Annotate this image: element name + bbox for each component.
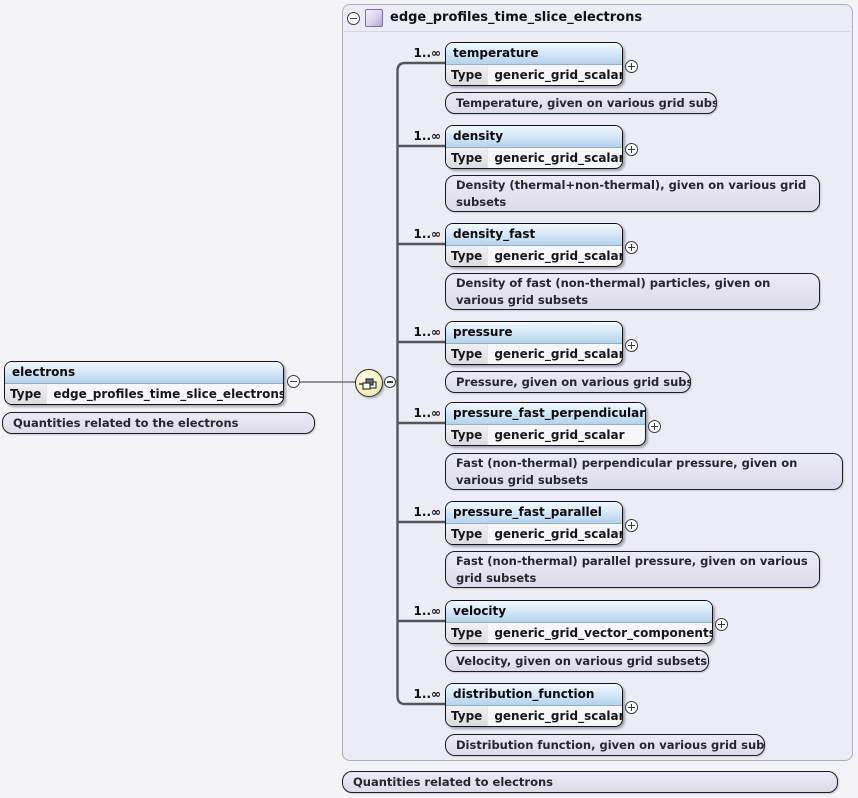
type-label: Type bbox=[446, 246, 489, 266]
expand-icon[interactable] bbox=[625, 241, 638, 254]
type-value: generic_grid_vector_components bbox=[494, 626, 713, 640]
annotation-pressure-fast-parallel: Fast (non-thermal) parallel pressure, gi… bbox=[445, 551, 820, 588]
expand-icon[interactable] bbox=[625, 60, 638, 73]
annotation-velocity: Velocity, given on various grid subsets bbox=[445, 650, 709, 672]
type-label: Type bbox=[446, 344, 489, 364]
collapse-icon[interactable] bbox=[347, 12, 360, 25]
element-name: temperature bbox=[446, 43, 622, 65]
element-type-row: Type generic_grid_scalar bbox=[446, 524, 622, 544]
occurrence-label: 1..∞ bbox=[413, 687, 441, 701]
expand-icon[interactable] bbox=[648, 420, 661, 433]
annotation-container: Quantities related to electrons bbox=[342, 771, 838, 793]
annotation-text: Distribution function, given on various … bbox=[456, 738, 765, 752]
sequence-compositor-icon[interactable] bbox=[355, 369, 383, 397]
element-electrons[interactable]: electrons Type edge_profiles_time_slice_… bbox=[4, 361, 284, 405]
element-pressure-fast-parallel[interactable]: pressure_fast_parallel Type generic_grid… bbox=[445, 501, 623, 545]
collapse-icon[interactable] bbox=[384, 376, 396, 388]
element-pressure[interactable]: pressure Type generic_grid_scalar bbox=[445, 321, 623, 365]
occurrence-label: 1..∞ bbox=[413, 325, 441, 339]
expand-icon[interactable] bbox=[625, 701, 638, 714]
annotation-text: Pressure, given on various grid subsets bbox=[456, 375, 691, 389]
annotation-temperature: Temperature, given on various grid subse… bbox=[445, 92, 717, 114]
annotation-text: Fast (non-thermal) parallel pressure, gi… bbox=[456, 554, 808, 585]
element-type-row: Type generic_grid_scalar bbox=[446, 706, 622, 726]
element-type-row: Type generic_grid_vector_components bbox=[446, 623, 712, 643]
annotation-pressure-fast-perpendicular: Fast (non-thermal) perpendicular pressur… bbox=[445, 453, 843, 490]
type-value: generic_grid_scalar bbox=[494, 347, 623, 361]
element-type-row: Type generic_grid_scalar bbox=[446, 344, 622, 364]
element-temperature[interactable]: temperature Type generic_grid_scalar bbox=[445, 42, 623, 86]
annotation-distribution-function: Distribution function, given on various … bbox=[445, 734, 765, 756]
type-value: generic_grid_scalar bbox=[494, 249, 623, 263]
collapse-icon[interactable] bbox=[287, 375, 300, 388]
element-name: velocity bbox=[446, 601, 712, 623]
element-name: pressure_fast_perpendicular bbox=[446, 403, 645, 425]
annotation-text: Density (thermal+non-thermal), given on … bbox=[456, 178, 807, 209]
annotation-text: Fast (non-thermal) perpendicular pressur… bbox=[456, 456, 798, 487]
type-label: Type bbox=[5, 384, 48, 404]
type-label: Type bbox=[446, 425, 489, 445]
annotation-density-fast: Density of fast (non-thermal) particles,… bbox=[445, 273, 820, 310]
occurrence-label: 1..∞ bbox=[413, 505, 441, 519]
container-header-divider bbox=[344, 31, 850, 32]
type-value: generic_grid_scalar bbox=[494, 68, 623, 82]
expand-icon[interactable] bbox=[625, 339, 638, 352]
occurrence-label: 1..∞ bbox=[413, 227, 441, 241]
occurrence-label: 1..∞ bbox=[413, 46, 441, 60]
expand-icon[interactable] bbox=[625, 519, 638, 532]
occurrence-label: 1..∞ bbox=[413, 604, 441, 618]
type-value: edge_profiles_time_slice_electrons bbox=[53, 387, 284, 401]
element-name: distribution_function bbox=[446, 684, 622, 706]
element-pressure-fast-perpendicular[interactable]: pressure_fast_perpendicular Type generic… bbox=[445, 402, 646, 446]
element-type-row: Type generic_grid_scalar bbox=[446, 65, 622, 85]
element-type-row: Type generic_grid_scalar bbox=[446, 246, 622, 266]
type-value: generic_grid_scalar bbox=[494, 527, 623, 541]
annotation-text: Density of fast (non-thermal) particles,… bbox=[456, 276, 771, 307]
occurrence-label: 1..∞ bbox=[413, 129, 441, 143]
element-distribution-function[interactable]: distribution_function Type generic_grid_… bbox=[445, 683, 623, 727]
expand-icon[interactable] bbox=[625, 143, 638, 156]
occurrence-label: 1..∞ bbox=[413, 406, 441, 420]
annotation-electrons: Quantities related to the electrons bbox=[2, 412, 315, 434]
type-label: Type bbox=[446, 706, 489, 726]
element-velocity[interactable]: velocity Type generic_grid_vector_compon… bbox=[445, 600, 713, 644]
expand-icon[interactable] bbox=[715, 618, 728, 631]
element-name: electrons bbox=[5, 362, 283, 384]
annotation-text: Temperature, given on various grid subse… bbox=[456, 96, 717, 110]
annotation-text: Velocity, given on various grid subsets bbox=[456, 654, 708, 668]
element-type-row: Type generic_grid_scalar bbox=[446, 425, 645, 445]
complex-type-icon bbox=[365, 9, 383, 27]
element-type-row: Type generic_grid_scalar bbox=[446, 148, 622, 168]
annotation-density: Density (thermal+non-thermal), given on … bbox=[445, 175, 820, 212]
annotation-pressure: Pressure, given on various grid subsets bbox=[445, 371, 691, 393]
annotation-text: Quantities related to the electrons bbox=[13, 416, 239, 430]
element-name: density_fast bbox=[446, 224, 622, 246]
type-label: Type bbox=[446, 623, 489, 643]
annotation-text: Quantities related to electrons bbox=[353, 775, 554, 789]
element-density-fast[interactable]: density_fast Type generic_grid_scalar bbox=[445, 223, 623, 267]
element-name: density bbox=[446, 126, 622, 148]
type-label: Type bbox=[446, 65, 489, 85]
element-name: pressure_fast_parallel bbox=[446, 502, 622, 524]
type-label: Type bbox=[446, 148, 489, 168]
element-type-row: Type edge_profiles_time_slice_electrons bbox=[5, 384, 283, 404]
type-value: generic_grid_scalar bbox=[494, 428, 625, 442]
element-name: pressure bbox=[446, 322, 622, 344]
container-title: edge_profiles_time_slice_electrons bbox=[390, 10, 643, 25]
type-value: generic_grid_scalar bbox=[494, 709, 623, 723]
type-label: Type bbox=[446, 524, 489, 544]
element-density[interactable]: density Type generic_grid_scalar bbox=[445, 125, 623, 169]
type-value: generic_grid_scalar bbox=[494, 151, 623, 165]
